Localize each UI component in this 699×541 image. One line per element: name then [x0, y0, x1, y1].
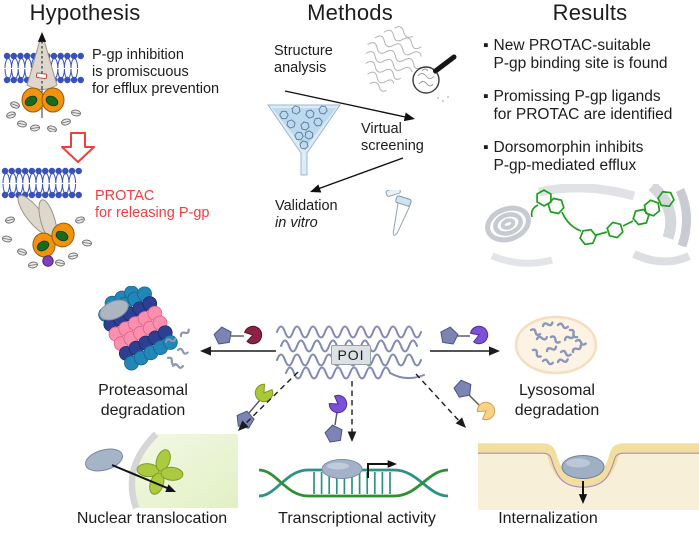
- efflux-arrow-icon: [37, 32, 47, 42]
- lysosomal-label: Lysosomal degradation: [514, 382, 600, 419]
- nuclear-pore-illustration: [85, 432, 238, 510]
- step-structure-analysis: Structure analysis: [274, 43, 333, 76]
- arrow-right-icon: [489, 346, 500, 356]
- inhibitor-molecule: [35, 72, 48, 80]
- dna-strand: [258, 468, 449, 498]
- protac-release-illustration: [1, 167, 93, 269]
- internalization-label: Internalization: [498, 510, 598, 527]
- protac-icon-proteasomal: [212, 323, 265, 346]
- result-bullet: ▪ Dorsomorphin inhibits P-gp-mediated ef…: [483, 139, 698, 175]
- transcription-start-arrow-icon: [387, 460, 397, 468]
- protac-warhead: [42, 255, 54, 267]
- protac-note: PROTAC for releasing P-gp: [95, 188, 210, 221]
- step-validation: Validation in vitro: [275, 198, 365, 232]
- substrate-blob: [99, 299, 129, 321]
- result-bullet: ▪ Promissing P-gp ligands for PROTAC are…: [483, 88, 698, 124]
- bullet-text: New PROTAC-suitable P-gp binding site is…: [493, 37, 668, 72]
- poi-label: POI: [331, 345, 371, 365]
- result-bullet: ▪ New PROTAC-suitable P-gp binding site …: [483, 37, 698, 73]
- endocytosis-illustration: [478, 443, 699, 510]
- dna-rungs: [313, 472, 391, 494]
- dna-transcription-illustration: [258, 459, 449, 498]
- bullet-text: Promissing P-gp ligands for PROTAC are i…: [493, 88, 673, 123]
- arrow-left-icon: [200, 346, 211, 356]
- bullet-text: Dorsomorphin inhibits P-gp-mediated effl…: [493, 139, 644, 174]
- validation-detail: in vitro: [275, 215, 318, 231]
- bullet-marker: ▪: [483, 37, 489, 54]
- cell-interior: [478, 453, 699, 510]
- flow-arrow-icon: [403, 112, 416, 124]
- cargo-protein: [85, 448, 123, 472]
- proteasome-illustration: [98, 286, 191, 371]
- lysosome-illustration: [514, 315, 598, 375]
- methods-flow-arrows: [284, 90, 416, 197]
- bullet-marker: ▪: [483, 88, 489, 105]
- dorsomorphin-molecule: [530, 187, 676, 246]
- bullet-marker: ▪: [483, 139, 489, 156]
- protac-icon-lysosomal: [438, 323, 491, 347]
- nuclear-envelope: [128, 432, 159, 510]
- protac-icon-nuclear: [234, 381, 276, 430]
- step-virtual-screening: Virtual screening: [361, 121, 424, 154]
- transcriptional-label: Transcriptional activity: [278, 510, 436, 527]
- pathway-arrows: [200, 346, 500, 442]
- red-down-arrow-icon: [61, 132, 95, 163]
- hypothesis-title: Hypothesis: [29, 0, 141, 25]
- protein-structure-sketch: [365, 26, 457, 102]
- hypothesis-claim: P-gp inhibition is promiscuous for efflu…: [92, 47, 220, 97]
- pgp-inhibited-illustration: [3, 32, 84, 132]
- protac-icon-transcription: [323, 392, 351, 444]
- methods-title: Methods: [307, 0, 393, 25]
- nuclear-label: Nuclear translocation: [76, 510, 228, 527]
- magnifier-icon: [412, 54, 457, 94]
- microtube-icon: [385, 190, 412, 236]
- protac-icon-internalization: [452, 377, 499, 423]
- arrow-down-icon: [347, 431, 357, 442]
- validation-label: Validation: [275, 198, 338, 214]
- flow-arrow-icon: [308, 184, 322, 197]
- screening-funnel-icon: [267, 104, 341, 176]
- results-title: Results: [552, 0, 628, 25]
- binding-site-render: [485, 184, 691, 267]
- proteasomal-label: Proteasomal degradation: [98, 382, 188, 419]
- protein-ribbons: [485, 184, 691, 267]
